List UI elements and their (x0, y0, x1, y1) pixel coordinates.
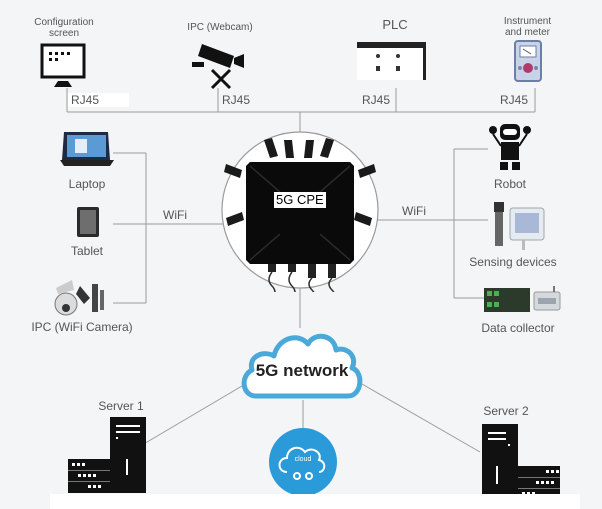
right-wifi-label: WiFi (402, 204, 426, 218)
webcam-icon (192, 44, 244, 90)
port-label-webcam: RJ45 (222, 93, 251, 107)
cloud-outline-icon (241, 333, 363, 399)
meter-label: Instrument and meter (490, 16, 565, 38)
robot-icon (489, 124, 531, 170)
network-to-server2-line (361, 383, 481, 453)
wifi-camera-icon (54, 280, 104, 316)
laptop-label: Laptop (68, 177, 106, 191)
config-screen-label-line2: screen (48, 28, 79, 39)
server1-icon (68, 417, 146, 493)
server2-label: Server 2 (483, 404, 529, 418)
robot-label: Robot (493, 177, 527, 191)
cloud-label: cloud (294, 456, 312, 463)
config-screen-label-line1: Configuration (34, 17, 94, 28)
network-label: 5G network (255, 361, 349, 380)
laptop-icon (60, 132, 114, 166)
network-to-server1-line (141, 385, 243, 446)
sensing-devices-label: Sensing devices (469, 255, 557, 269)
meter-icon (514, 40, 542, 82)
server1-label: Server 1 (98, 399, 144, 413)
meter-label-line2: and meter (504, 27, 551, 38)
cpe-label: 5G CPE (274, 192, 326, 208)
meter-label-line1: Instrument (503, 16, 552, 27)
port-label-config: RJ45 (68, 93, 129, 107)
cpe-router-icon (224, 138, 376, 292)
plc-icon (357, 42, 426, 80)
tablet-icon (77, 207, 99, 237)
sensor-icon (494, 202, 545, 250)
port-label-plc: RJ45 (362, 93, 391, 107)
left-wifi-label: WiFi (163, 208, 187, 222)
cloud-service-icon (269, 428, 337, 496)
monitor-icon (40, 43, 86, 87)
port-label-meter: RJ45 (500, 93, 529, 107)
data-collector-label: Data collector (481, 321, 555, 335)
data-collector-icon (484, 286, 561, 312)
tablet-label: Tablet (70, 244, 104, 258)
plc-label: PLC (382, 17, 408, 32)
webcam-label: IPC (Webcam) (187, 22, 253, 33)
config-screen-label: Configuration screen (18, 17, 110, 39)
bottom-strip (50, 494, 580, 509)
server2-icon (482, 424, 560, 500)
wifi-camera-label: IPC (WiFi Camera) (31, 320, 133, 334)
